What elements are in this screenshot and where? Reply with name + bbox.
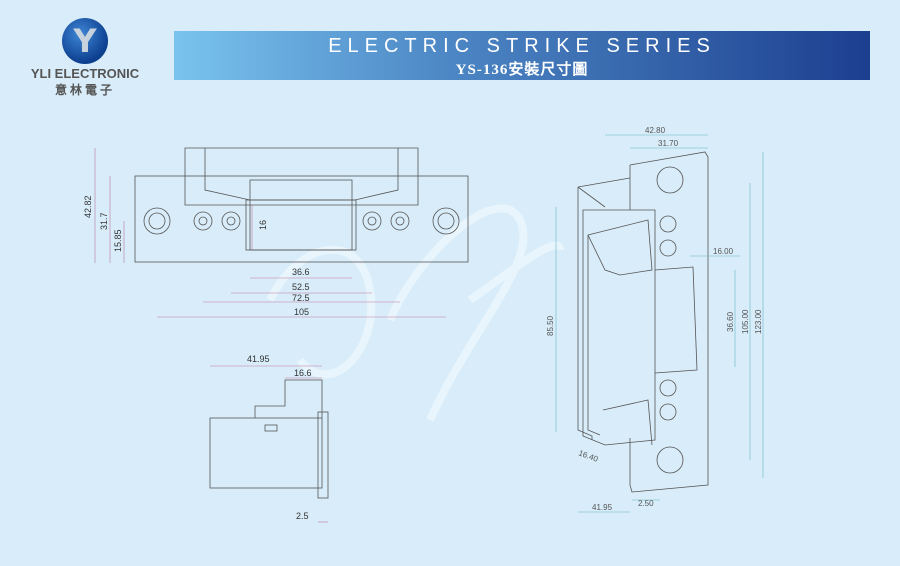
dim-span-52: 52.5: [292, 282, 310, 292]
dim-height-31: 31.7: [99, 212, 109, 230]
dim-iso-b2: 2.50: [638, 499, 654, 508]
company-logo: Y YLI ELECTRONIC 意林電子: [20, 18, 150, 98]
dim-side-plate: 2.5: [296, 511, 309, 521]
side-view: [209, 379, 329, 499]
dim-side-top: 16.6: [294, 368, 312, 378]
iso-view: [577, 151, 709, 493]
dim-iso-h85: 85.50: [546, 315, 555, 336]
dim-iso-d16: 16.00: [713, 247, 734, 256]
dim-iso-b41: 41.95: [592, 503, 613, 512]
front-view: [134, 147, 469, 263]
dim-width-total: 105: [294, 307, 309, 317]
dim-height-total: 42.82: [83, 195, 93, 218]
side-dimension-lines: [210, 365, 328, 523]
company-name-zh: 意林電子: [54, 83, 115, 97]
dim-span-36: 36.6: [292, 267, 310, 277]
dim-side-depth: 41.95: [247, 354, 270, 364]
dim-iso-h36: 36.60: [726, 311, 735, 332]
iso-dimension-lines: [555, 134, 764, 513]
front-dimension-lines: [94, 148, 446, 318]
company-name-en: YLI ELECTRONIC: [30, 66, 140, 81]
dim-iso-h105: 105.00: [741, 309, 750, 334]
dim-iso-w42: 42.80: [645, 126, 666, 135]
banner-title: ELECTRIC STRIKE SERIES: [328, 35, 716, 57]
dim-iso-h123: 123.00: [754, 309, 763, 334]
watermark-script: [266, 204, 564, 422]
dim-span-72: 72.5: [292, 293, 310, 303]
y-logo-icon: Y: [62, 18, 108, 64]
banner-subtitle: YS-136安裝尺寸圖: [455, 62, 589, 78]
dim-iso-w31: 31.70: [658, 139, 679, 148]
title-banner: ELECTRIC STRIKE SERIES YS-136安裝尺寸圖: [174, 31, 870, 80]
dim-iso-d16-40: 16.40: [577, 448, 599, 463]
dim-depth-16: 16: [258, 220, 268, 230]
dim-height-15: 15.85: [113, 229, 123, 252]
